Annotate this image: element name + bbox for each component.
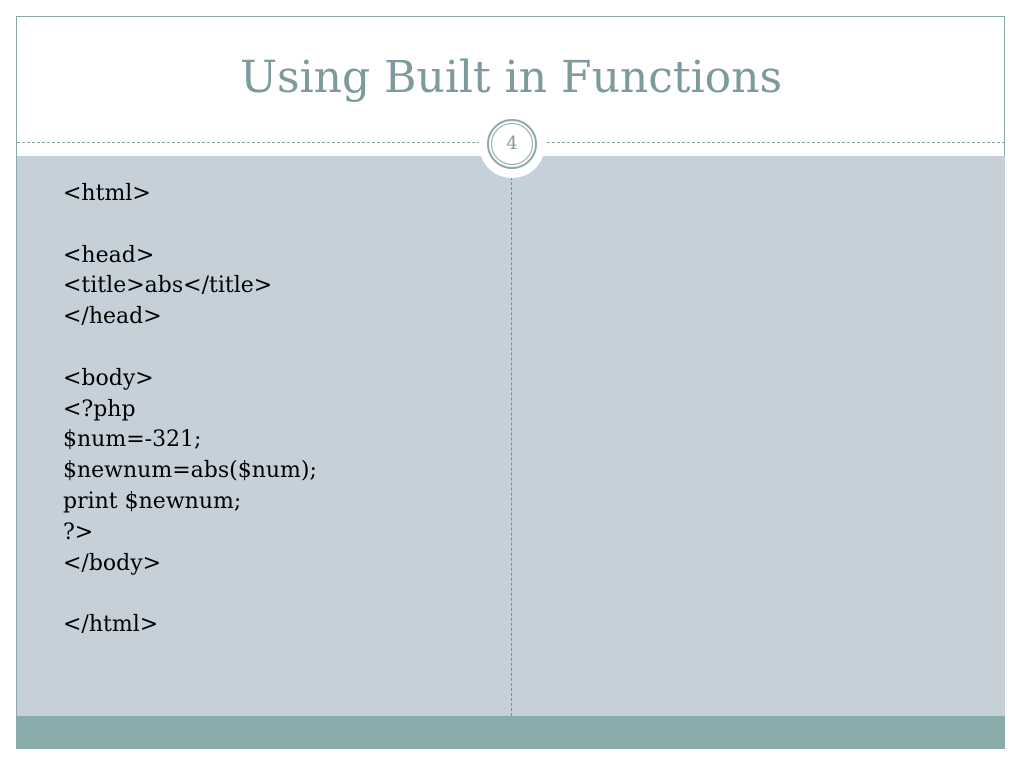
code-block: <html> <head> <title>abs</title> </head>… — [63, 179, 493, 641]
code-line: <title>abs</title> — [63, 273, 273, 299]
code-line: <?php — [63, 396, 136, 422]
code-line: </body> — [63, 550, 162, 576]
page-number: 4 — [491, 123, 533, 165]
code-line: <head> — [63, 242, 155, 268]
code-line: </html> — [63, 612, 159, 638]
code-line: <body> — [63, 365, 154, 391]
code-line — [63, 210, 493, 241]
column-divider — [511, 172, 512, 716]
code-line: <html> — [63, 181, 151, 206]
code-line: $num=-321; — [63, 427, 202, 453]
code-line: ?> — [63, 519, 94, 545]
code-line: $newnum=abs($num); — [63, 458, 317, 484]
footer-bar — [17, 716, 1005, 749]
code-line — [63, 333, 493, 364]
code-line: </head> — [63, 304, 162, 330]
code-line — [63, 579, 493, 610]
code-line: print $newnum; — [63, 488, 242, 514]
slide-title: Using Built in Functions — [239, 52, 783, 103]
